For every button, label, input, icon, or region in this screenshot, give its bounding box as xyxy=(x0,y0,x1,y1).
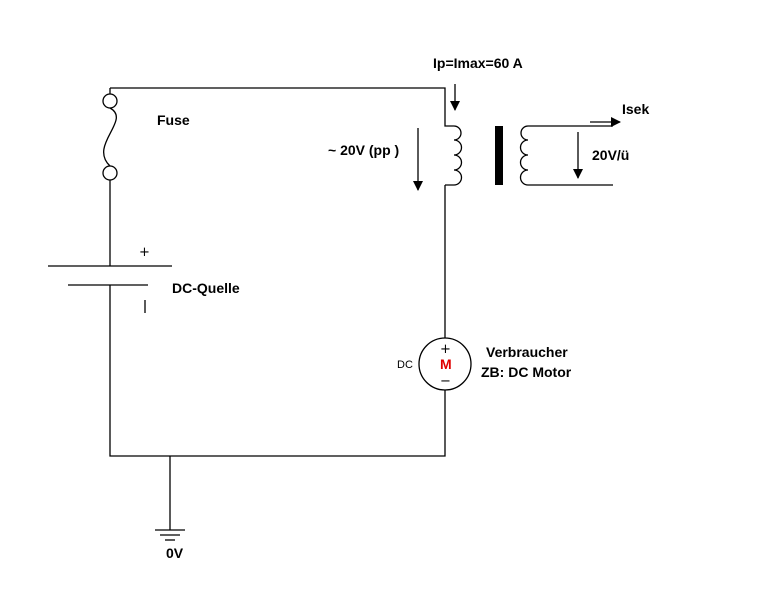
wire-top xyxy=(110,87,446,122)
battery-plus-sign: + xyxy=(139,245,150,260)
dc-source-label: DC-Quelle xyxy=(172,280,240,296)
transformer-primary-coil xyxy=(444,122,463,186)
secondary-voltage-label: 20V/ü xyxy=(592,147,629,163)
load-label-line1: Verbraucher xyxy=(486,344,568,360)
transformer-secondary-coil xyxy=(519,125,613,186)
motor-type-label: DC xyxy=(397,359,413,371)
primary-current-label: Ip=Imax=60 A xyxy=(433,55,523,71)
motor-plus-sign: + xyxy=(440,342,451,357)
motor-letter: M xyxy=(440,356,452,372)
fuse-symbol xyxy=(102,93,118,181)
wire-left-lower xyxy=(109,285,446,457)
ground-symbol xyxy=(155,456,185,541)
secondary-current-label: Isek xyxy=(622,101,649,117)
ground-label: 0V xyxy=(166,545,184,561)
motor-symbol xyxy=(418,337,472,391)
motor-minus-sign: − xyxy=(440,374,451,389)
load-label-line2: ZB: DC Motor xyxy=(481,364,572,380)
battery-symbol xyxy=(48,265,172,313)
fuse-label: Fuse xyxy=(157,112,190,128)
primary-voltage-label: ~ 20V (pp ) xyxy=(328,142,399,158)
